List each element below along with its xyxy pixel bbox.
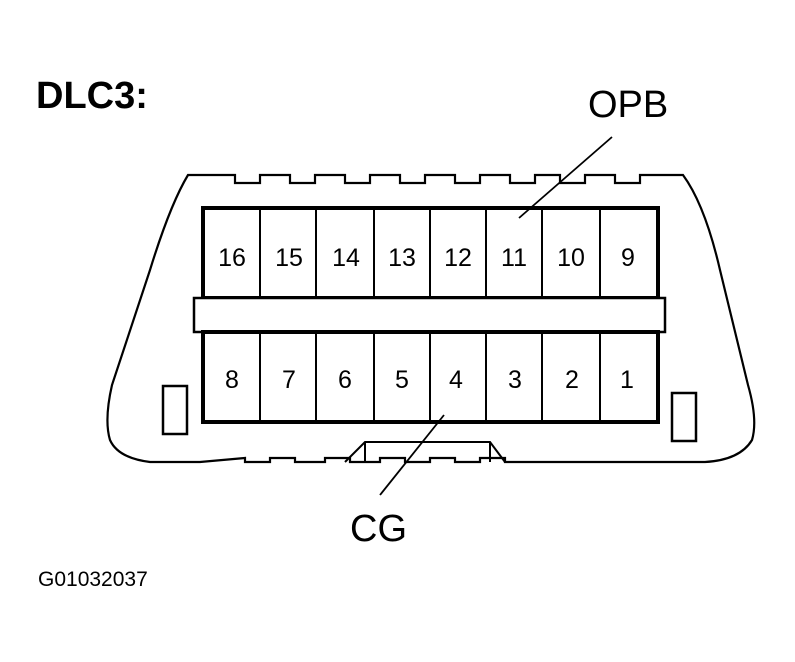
pin-label-5: 5: [395, 366, 409, 394]
pin-label-13: 13: [388, 244, 416, 272]
pin-label-9: 9: [621, 244, 635, 272]
cg-leader-line: [379, 414, 445, 496]
top-pin-dividers: [259, 210, 601, 296]
connector-center-bar: [192, 296, 667, 334]
left-latch-slot: [161, 384, 189, 436]
pin-label-6: 6: [338, 366, 352, 394]
figure-code: G01032037: [38, 568, 148, 591]
pin-label-12: 12: [444, 244, 472, 272]
bottom-pin-block: [201, 330, 660, 424]
pin-label-14: 14: [332, 244, 360, 272]
right-latch-slot: [670, 391, 698, 443]
pin-label-8: 8: [225, 366, 239, 394]
bottom-pin-labels: 8 7 6 5 4 3 2 1: [225, 366, 634, 394]
connector-housing: [106, 173, 756, 464]
top-pin-labels: 16 15 14 13 12 11 10 9: [218, 244, 635, 272]
pin-label-4: 4: [449, 366, 463, 394]
pin-label-15: 15: [275, 244, 303, 272]
connector-key-notch: [344, 441, 506, 463]
opb-callout-label: OPB: [588, 84, 668, 126]
diagram-title: DLC3:: [36, 75, 148, 117]
pin-label-2: 2: [565, 366, 579, 394]
bottom-pin-dividers: [259, 334, 601, 420]
pin-label-7: 7: [282, 366, 296, 394]
pin-label-10: 10: [557, 244, 585, 272]
pin-label-11: 11: [501, 244, 527, 272]
cg-callout-label: CG: [350, 508, 407, 550]
pin-label-16: 16: [218, 244, 246, 272]
pin-label-3: 3: [508, 366, 522, 394]
opb-leader-line: [518, 136, 613, 219]
pin-label-1: 1: [620, 366, 634, 394]
